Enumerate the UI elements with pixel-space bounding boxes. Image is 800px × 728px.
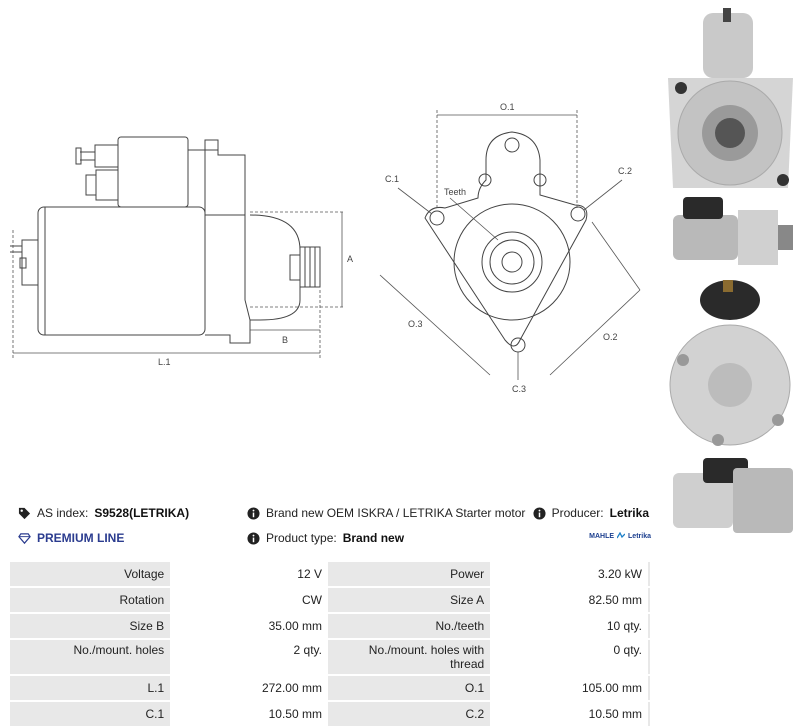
producer-label: Producer: [551,506,604,520]
dim-label-c2: C.2 [618,166,632,176]
product-photos [655,0,800,545]
spec-value: 10.50 mm [490,702,650,726]
spec-value: CW [170,588,330,612]
description-text: Brand new OEM ISKRA / LETRIKA Starter mo… [266,506,526,520]
photo-side-1 [673,197,793,265]
info-icon [247,531,260,545]
spec-label: Voltage [10,562,171,586]
logo-mark-icon [617,532,626,539]
as-index-label: AS index: [37,506,89,520]
producer-value: Letrika [609,506,649,520]
diamond-icon [18,532,31,544]
side-view-drawing [10,136,321,344]
photo-rear [669,280,791,446]
spec-label: Rotation [10,588,171,612]
logo-letrika: Letrika [628,532,651,540]
spec-value: 35.00 mm [170,614,330,638]
product-type: Product type: Brand new [247,531,404,545]
spec-label: No./mount. holes with thread [329,640,491,674]
technical-drawings: A B L.1 O.1 O.2 O.3 C.1 C.2 C.3 Teeth [10,102,641,394]
dim-label-c1: C.1 [385,174,399,184]
spec-label: C.1 [10,702,171,726]
dim-label-a: A [347,254,353,264]
product-description: Brand new OEM ISKRA / LETRIKA Starter mo… [247,506,525,520]
spec-label: Size B [10,614,171,638]
product-type-label: Product type: [266,531,337,545]
dim-label-o1: O.1 [500,102,515,112]
premium-line-badge: PREMIUM LINE [18,531,124,545]
mahle-letrika-logo: MAHLE Letrika [589,532,651,540]
spec-value: 10.50 mm [170,702,330,726]
product-info: AS index: S9528(LETRIKA) PREMIUM LINE Br… [0,500,655,555]
tag-icon [18,507,31,519]
spec-value: 82.50 mm [490,588,650,612]
product-type-value: Brand new [342,531,405,545]
front-view-dimensions [379,110,641,380]
spec-label: O.1 [329,676,491,700]
as-index: AS index: S9528(LETRIKA) [18,506,189,520]
photo-front [668,8,793,188]
spec-label: Size A [329,588,491,612]
dim-label-b: B [282,335,288,345]
spec-value: 12 V [170,562,330,586]
logo-mahle: MAHLE [589,532,615,540]
premium-line-label: PREMIUM LINE [37,531,125,545]
spec-value: 272.00 mm [170,676,330,700]
spec-value: 105.00 mm [490,676,650,700]
spec-value: 10 qty. [490,614,650,638]
spec-label: No./mount. holes [10,640,171,674]
dim-label-l1: L.1 [158,357,171,367]
side-view-dimensions [12,211,345,360]
spec-value: 2 qty. [170,640,330,674]
spec-label: Power [329,562,491,586]
photo-side-2 [673,458,793,533]
dim-label-c3: C.3 [512,384,526,394]
dim-label-o2: O.2 [603,332,618,342]
dim-label-o3: O.3 [408,319,423,329]
info-icon [533,506,546,520]
spec-value: 0 qty. [490,640,650,674]
spec-label: C.2 [329,702,491,726]
as-index-value: S9528(LETRIKA) [94,506,190,520]
producer: Producer: Letrika [533,506,649,520]
front-view-drawing [424,131,588,353]
spec-label: L.1 [10,676,171,700]
info-icon [247,506,260,520]
spec-value: 3.20 kW [490,562,650,586]
spec-label: No./teeth [329,614,491,638]
dim-label-teeth: Teeth [444,187,466,197]
